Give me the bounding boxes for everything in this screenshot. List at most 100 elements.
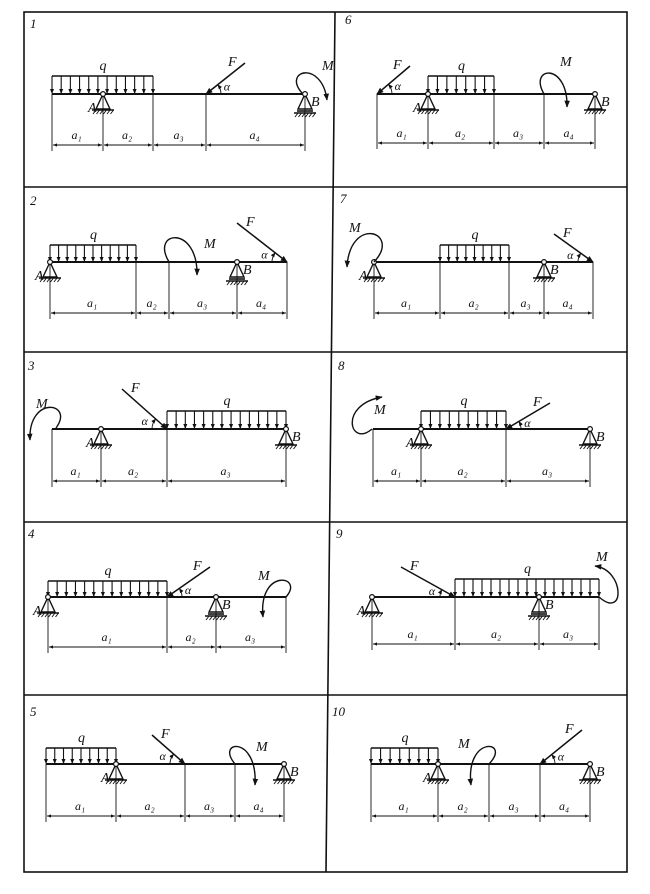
dimension-label: a₁	[408, 627, 418, 641]
support-b: B	[226, 259, 252, 286]
ground-hatch	[532, 615, 536, 621]
ground-hatch	[46, 277, 51, 283]
ground-hatch	[109, 779, 113, 785]
ground-hatch	[428, 109, 432, 115]
ground-hatch	[53, 277, 58, 283]
ground-hatch	[363, 277, 368, 283]
moment-label: M	[35, 397, 49, 412]
distributed-load-label: q	[402, 731, 409, 746]
ground-hatch	[528, 615, 533, 621]
force-label: F	[562, 226, 572, 241]
support-a: A	[85, 426, 112, 451]
ground-hatch	[312, 112, 316, 118]
ground-hatch	[112, 779, 117, 785]
force-arrow	[400, 566, 456, 598]
hinge-icon	[425, 90, 432, 97]
angle-label: α	[261, 248, 268, 262]
ground-hatch	[43, 277, 47, 283]
ground-hatch	[590, 779, 594, 785]
angle-label: α	[558, 749, 565, 763]
support-triangle	[535, 260, 553, 278]
ground-hatch	[377, 277, 382, 283]
ground-hatch	[595, 109, 599, 115]
panel-number: 4	[28, 526, 35, 541]
ground-hatch	[230, 280, 234, 286]
panel-number: 10	[332, 704, 346, 719]
ground-hatch	[94, 444, 98, 450]
ground-hatch	[104, 444, 109, 450]
support-a-label: A	[87, 101, 97, 116]
hinge-icon	[234, 259, 241, 266]
ground-hatch	[55, 612, 59, 618]
distributed-load-label: q	[90, 228, 97, 243]
moment-label: M	[457, 737, 471, 752]
ground-hatch	[379, 612, 383, 618]
support-b-label: B	[290, 765, 299, 780]
ground-hatch	[103, 109, 107, 115]
support-triangle	[530, 595, 548, 613]
ground-hatch	[119, 779, 124, 785]
angle-arc	[437, 589, 443, 598]
support-a: A	[358, 259, 385, 284]
ground-hatch	[593, 779, 598, 785]
support-b: B	[579, 426, 605, 450]
dimension-label: a₃	[542, 464, 552, 478]
ground-hatch	[90, 444, 95, 450]
dimension-label: a₂	[458, 464, 468, 478]
dimension-label: a₃	[521, 296, 531, 310]
dimension-label: a₃	[509, 799, 519, 813]
ground-hatch	[367, 277, 371, 283]
force-arrow	[121, 388, 168, 430]
ground-hatch	[96, 109, 100, 115]
force-arrow	[151, 734, 186, 765]
ground-hatch	[414, 444, 418, 450]
hinge-icon	[97, 426, 104, 433]
distributed-load-label: q	[458, 59, 465, 74]
ground-hatch	[421, 109, 425, 115]
support-triangle	[581, 762, 599, 780]
ground-hatch	[298, 112, 302, 118]
support-triangle	[94, 92, 112, 110]
ground-hatch	[591, 109, 596, 115]
moment-label: M	[203, 237, 217, 252]
support-a: A	[356, 593, 383, 619]
support-triangle	[41, 260, 59, 278]
support-a: A	[412, 90, 439, 116]
support-triangle	[429, 762, 447, 780]
angle-label: α	[395, 79, 402, 93]
ground-hatch	[39, 277, 44, 283]
ground-hatch	[533, 277, 538, 283]
ground-hatch	[293, 444, 297, 450]
dimension-label: a₁	[75, 799, 85, 813]
support-b: B	[584, 90, 610, 115]
outer-border	[23, 11, 628, 873]
support-b-label: B	[292, 430, 301, 445]
angle-arc	[169, 753, 175, 765]
panel-number: 1	[30, 16, 37, 31]
dimension-label: a₂	[128, 464, 138, 478]
dimension-label: a₁	[72, 128, 82, 142]
ground-hatch	[539, 615, 543, 621]
ground-hatch	[435, 109, 439, 115]
hinge-icon	[591, 90, 598, 97]
moment-label: M	[321, 59, 335, 74]
ground-hatch	[417, 109, 422, 115]
support-a: A	[87, 90, 114, 116]
support-triangle	[412, 427, 430, 445]
moment-arrow	[351, 395, 383, 435]
ground-hatch	[427, 779, 432, 785]
dimension-label: a₂	[469, 296, 479, 310]
hinge-icon	[46, 259, 53, 266]
moment-arrow	[295, 72, 329, 101]
moment-label: M	[348, 221, 362, 236]
ground-hatch	[294, 112, 299, 118]
ground-hatch	[284, 779, 288, 785]
force-arrow	[166, 566, 211, 598]
moment-label: M	[595, 550, 609, 565]
force-label: F	[245, 215, 255, 230]
angle-label: α	[160, 749, 167, 763]
angle-arc	[151, 418, 157, 430]
